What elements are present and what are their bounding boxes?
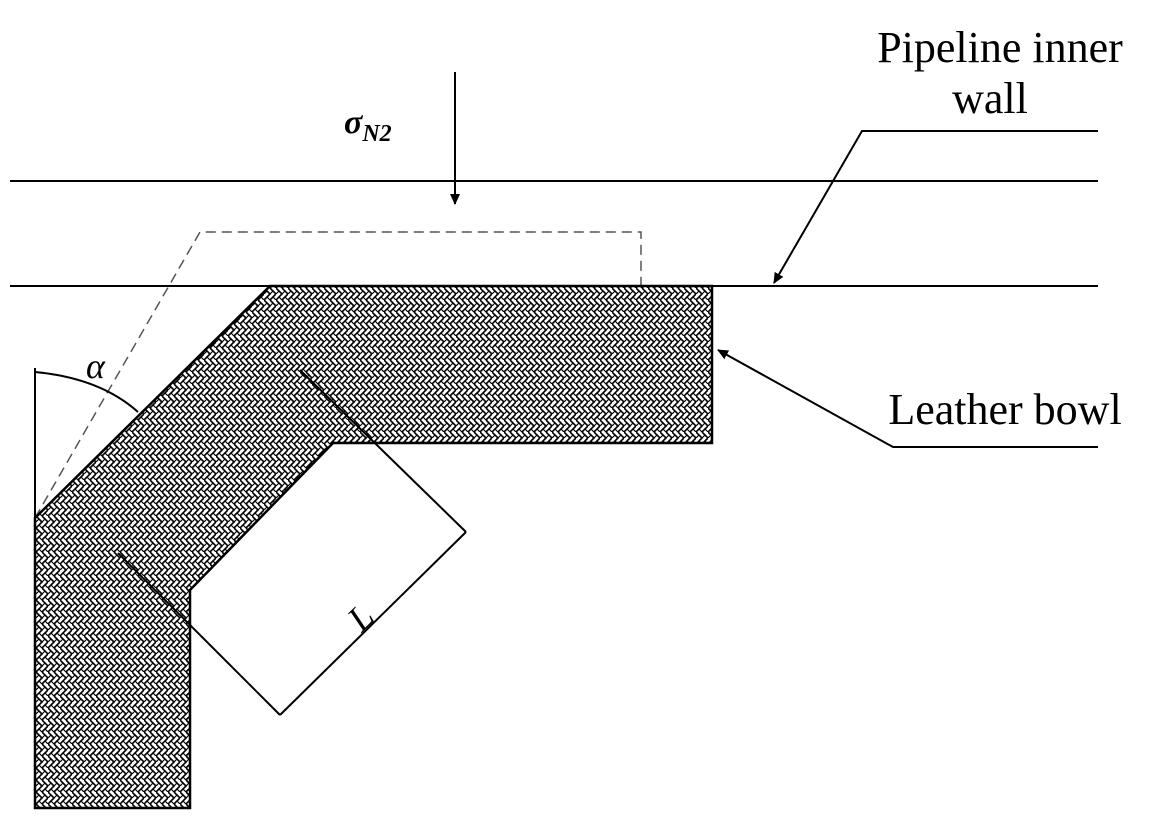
leather-bowl-label: Leather bowl <box>888 385 1121 434</box>
stress-symbol-label: σN2 <box>344 104 392 147</box>
pipeline-label-line2: wall <box>952 74 1028 123</box>
dimension-line-l <box>279 531 467 716</box>
leather-bowl-body <box>33 284 714 810</box>
leather-bowl-leader-line <box>717 349 1098 448</box>
dimension-extension-upper <box>299 369 467 533</box>
pipeline-leader-line <box>773 130 1098 284</box>
stress-subscript: N2 <box>361 121 391 147</box>
angle-alpha-label: α <box>86 346 106 386</box>
dimension-extension-lower <box>117 552 281 716</box>
length-l-label: L <box>339 596 382 639</box>
stress-symbol: σ <box>344 104 364 141</box>
angle-arc <box>34 371 139 413</box>
pipeline-label-line1: Pipeline inner <box>877 23 1123 72</box>
